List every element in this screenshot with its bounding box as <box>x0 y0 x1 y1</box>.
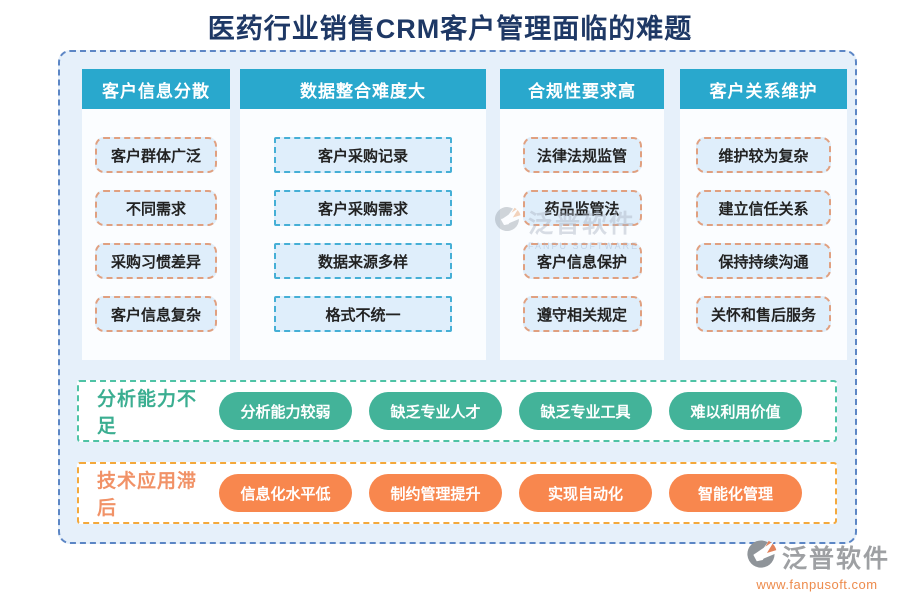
pill: 信息化水平低 <box>219 474 352 512</box>
column-data-integration: 数据整合难度大 客户采购记录 客户采购需求 数据来源多样 格式不统一 <box>240 69 486 360</box>
challenge-item: 客户信息复杂 <box>95 296 217 332</box>
challenge-item: 保持持续沟通 <box>696 243 831 279</box>
fanpu-logo: 泛普软件 www.fanpusoft.com <box>744 537 890 592</box>
row-analysis-weakness: 分析能力不足 分析能力较弱 缺乏专业人才 缺乏专业工具 难以利用价值 <box>77 380 837 442</box>
column-customer-info-scattered: 客户信息分散 客户群体广泛 不同需求 采购习惯差异 客户信息复杂 <box>82 69 230 360</box>
challenge-item: 建立信任关系 <box>696 190 831 226</box>
column-header: 客户关系维护 <box>680 69 847 109</box>
pill: 实现自动化 <box>519 474 652 512</box>
pill: 缺乏专业人才 <box>369 392 502 430</box>
row-label: 分析能力不足 <box>97 389 198 437</box>
content-board: 客户信息分散 客户群体广泛 不同需求 采购习惯差异 客户信息复杂 数据整合难度大… <box>58 50 857 544</box>
challenge-item: 维护较为复杂 <box>696 137 831 173</box>
column-items: 维护较为复杂 建立信任关系 保持持续沟通 关怀和售后服务 <box>680 109 847 332</box>
pill-group: 分析能力较弱 缺乏专业人才 缺乏专业工具 难以利用价值 <box>219 392 802 430</box>
challenge-item: 遵守相关规定 <box>522 296 642 332</box>
pill: 分析能力较弱 <box>219 392 352 430</box>
column-items: 客户采购记录 客户采购需求 数据来源多样 格式不统一 <box>240 109 486 332</box>
column-items: 法律法规监管 药品监管法 客户信息保护 遵守相关规定 <box>500 109 664 332</box>
column-header: 数据整合难度大 <box>240 69 486 109</box>
challenge-item: 数据来源多样 <box>274 243 452 279</box>
fanpu-logo-icon <box>744 537 778 576</box>
challenge-item: 客户信息保护 <box>522 243 642 279</box>
challenge-item: 不同需求 <box>95 190 217 226</box>
challenge-item: 药品监管法 <box>522 190 642 226</box>
pill: 难以利用价值 <box>669 392 802 430</box>
challenge-item: 关怀和售后服务 <box>696 296 831 332</box>
challenge-item: 客户采购记录 <box>274 137 452 173</box>
row-technology-lag: 技术应用滞后 信息化水平低 制约管理提升 实现自动化 智能化管理 <box>77 462 837 524</box>
pill-group: 信息化水平低 制约管理提升 实现自动化 智能化管理 <box>219 474 802 512</box>
logo-name: 泛普软件 <box>781 544 890 573</box>
page-title: 医药行业销售CRM客户管理面临的难题 <box>207 14 693 44</box>
pill: 制约管理提升 <box>369 474 502 512</box>
challenge-item: 采购习惯差异 <box>95 243 217 279</box>
pill: 智能化管理 <box>669 474 802 512</box>
challenge-item: 法律法规监管 <box>522 137 642 173</box>
column-header: 合规性要求高 <box>500 69 664 109</box>
column-compliance: 合规性要求高 法律法规监管 药品监管法 客户信息保护 遵守相关规定 <box>500 69 664 360</box>
challenge-item: 客户采购需求 <box>274 190 452 226</box>
pill: 缺乏专业工具 <box>519 392 652 430</box>
column-header: 客户信息分散 <box>82 69 230 109</box>
logo-url: www.fanpusoft.com <box>756 577 878 592</box>
column-items: 客户群体广泛 不同需求 采购习惯差异 客户信息复杂 <box>82 109 230 332</box>
challenge-item: 格式不统一 <box>274 296 452 332</box>
row-label: 技术应用滞后 <box>97 471 198 519</box>
column-relationship-maintenance: 客户关系维护 维护较为复杂 建立信任关系 保持持续沟通 关怀和售后服务 <box>680 69 847 360</box>
challenge-item: 客户群体广泛 <box>95 137 217 173</box>
